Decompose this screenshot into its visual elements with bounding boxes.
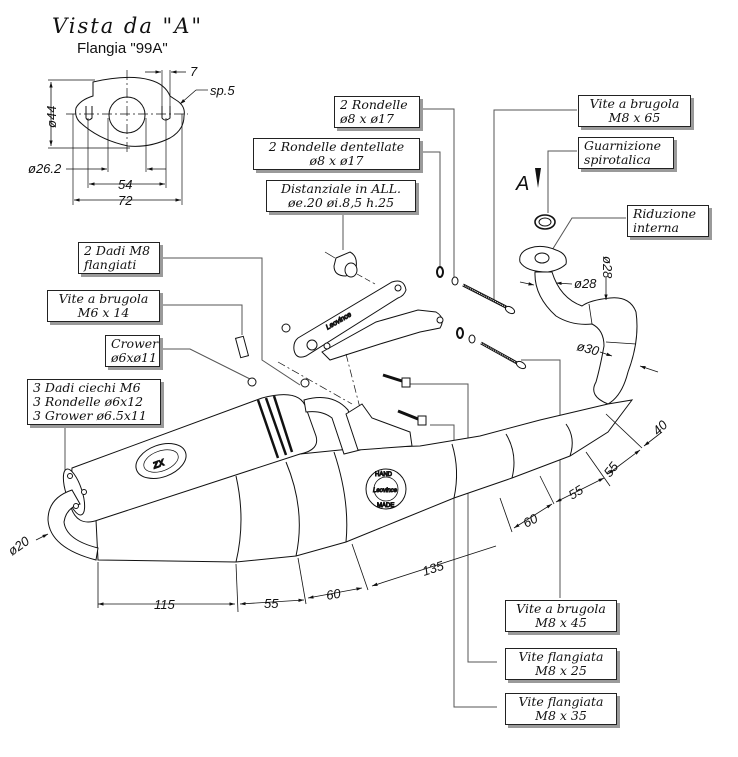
upper-bracket <box>293 280 407 358</box>
flange-nut-2 <box>300 378 310 388</box>
view-title: Vista da "A" <box>52 14 204 38</box>
logo-text-made: MADE <box>377 503 394 509</box>
serrated-washer-1 <box>436 266 444 278</box>
flange-title: Flangia "99A" <box>77 40 168 57</box>
dim-pipe-tail: ø20 <box>5 533 33 559</box>
dim-flange-slot: 7 <box>190 64 198 79</box>
dim-seg-135: 135 <box>420 558 446 579</box>
logo-zx: ZX <box>151 457 167 471</box>
view-marker: A <box>515 168 541 195</box>
dim-seg-60a: 60 <box>325 586 343 603</box>
grower-washer <box>247 377 257 387</box>
expansion-chamber: HAND MADE Leovince <box>95 399 634 563</box>
dim-seg-55b: 55 <box>566 482 587 503</box>
bracket-assembly: Leovince <box>234 251 527 426</box>
body-dimension-lines <box>35 278 663 613</box>
logo-text-hand: HAND <box>375 472 393 478</box>
dim-flange-spacing: 54 <box>118 177 132 192</box>
leader-lines <box>64 108 626 708</box>
dim-seg-40: 40 <box>650 417 671 438</box>
hand-made-logo-chamber: HAND MADE Leovince <box>365 468 407 510</box>
tail-pipe <box>47 489 99 561</box>
flange-view <box>48 70 208 205</box>
dim-seg-115: 115 <box>154 597 175 612</box>
washer-1 <box>451 276 459 286</box>
dim-pipe-inlet-b: ø28 <box>600 256 615 279</box>
flange-nut-1 <box>281 323 291 333</box>
dim-flange-thickness: sp.5 <box>210 83 235 98</box>
flange-slot-left <box>85 106 93 121</box>
inlet-pipe <box>519 214 638 405</box>
flanged-bolt-m8x25 <box>382 373 411 388</box>
serrated-washer-2 <box>456 327 464 339</box>
body-dimension-labels: 115 55 60 135 60 55 55 40 ø20 ø28 ø28 ø3… <box>5 256 671 612</box>
silencer-body <box>69 394 318 523</box>
aluminium-spacer <box>324 251 376 285</box>
flange-slot-right <box>161 106 171 121</box>
hand-made-logo-silencer: ZX <box>135 443 187 479</box>
washer-2 <box>468 334 476 344</box>
bolt-m6x14 <box>234 335 250 359</box>
logo-signature: Leovince <box>373 488 398 494</box>
callout-distanziale: Distanziale in ALL.øe.20 øi.8,5 h.25 <box>266 180 416 212</box>
bolt-m8x65 <box>462 283 516 315</box>
view-marker-letter: A <box>515 173 529 195</box>
flange-outline <box>75 76 185 147</box>
bolt-m8x45 <box>480 341 527 370</box>
dim-pipe-mid: ø30 <box>575 338 601 358</box>
dim-flange-height: ø44 <box>44 106 59 128</box>
dim-flange-bore: ø26.2 <box>28 161 62 176</box>
flange-dimension-labels: ø44 ø26.2 54 72 7 sp.5 <box>28 64 235 208</box>
silencer: ZX <box>47 394 413 561</box>
flanged-bolt-m8x35 <box>397 409 427 426</box>
dim-flange-width: 72 <box>118 193 133 208</box>
inlet-pipe-body <box>534 271 638 405</box>
dim-pipe-inlet-a: ø28 <box>574 276 597 291</box>
view-arrow-icon <box>535 168 541 188</box>
dim-seg-55a: 55 <box>264 596 279 611</box>
